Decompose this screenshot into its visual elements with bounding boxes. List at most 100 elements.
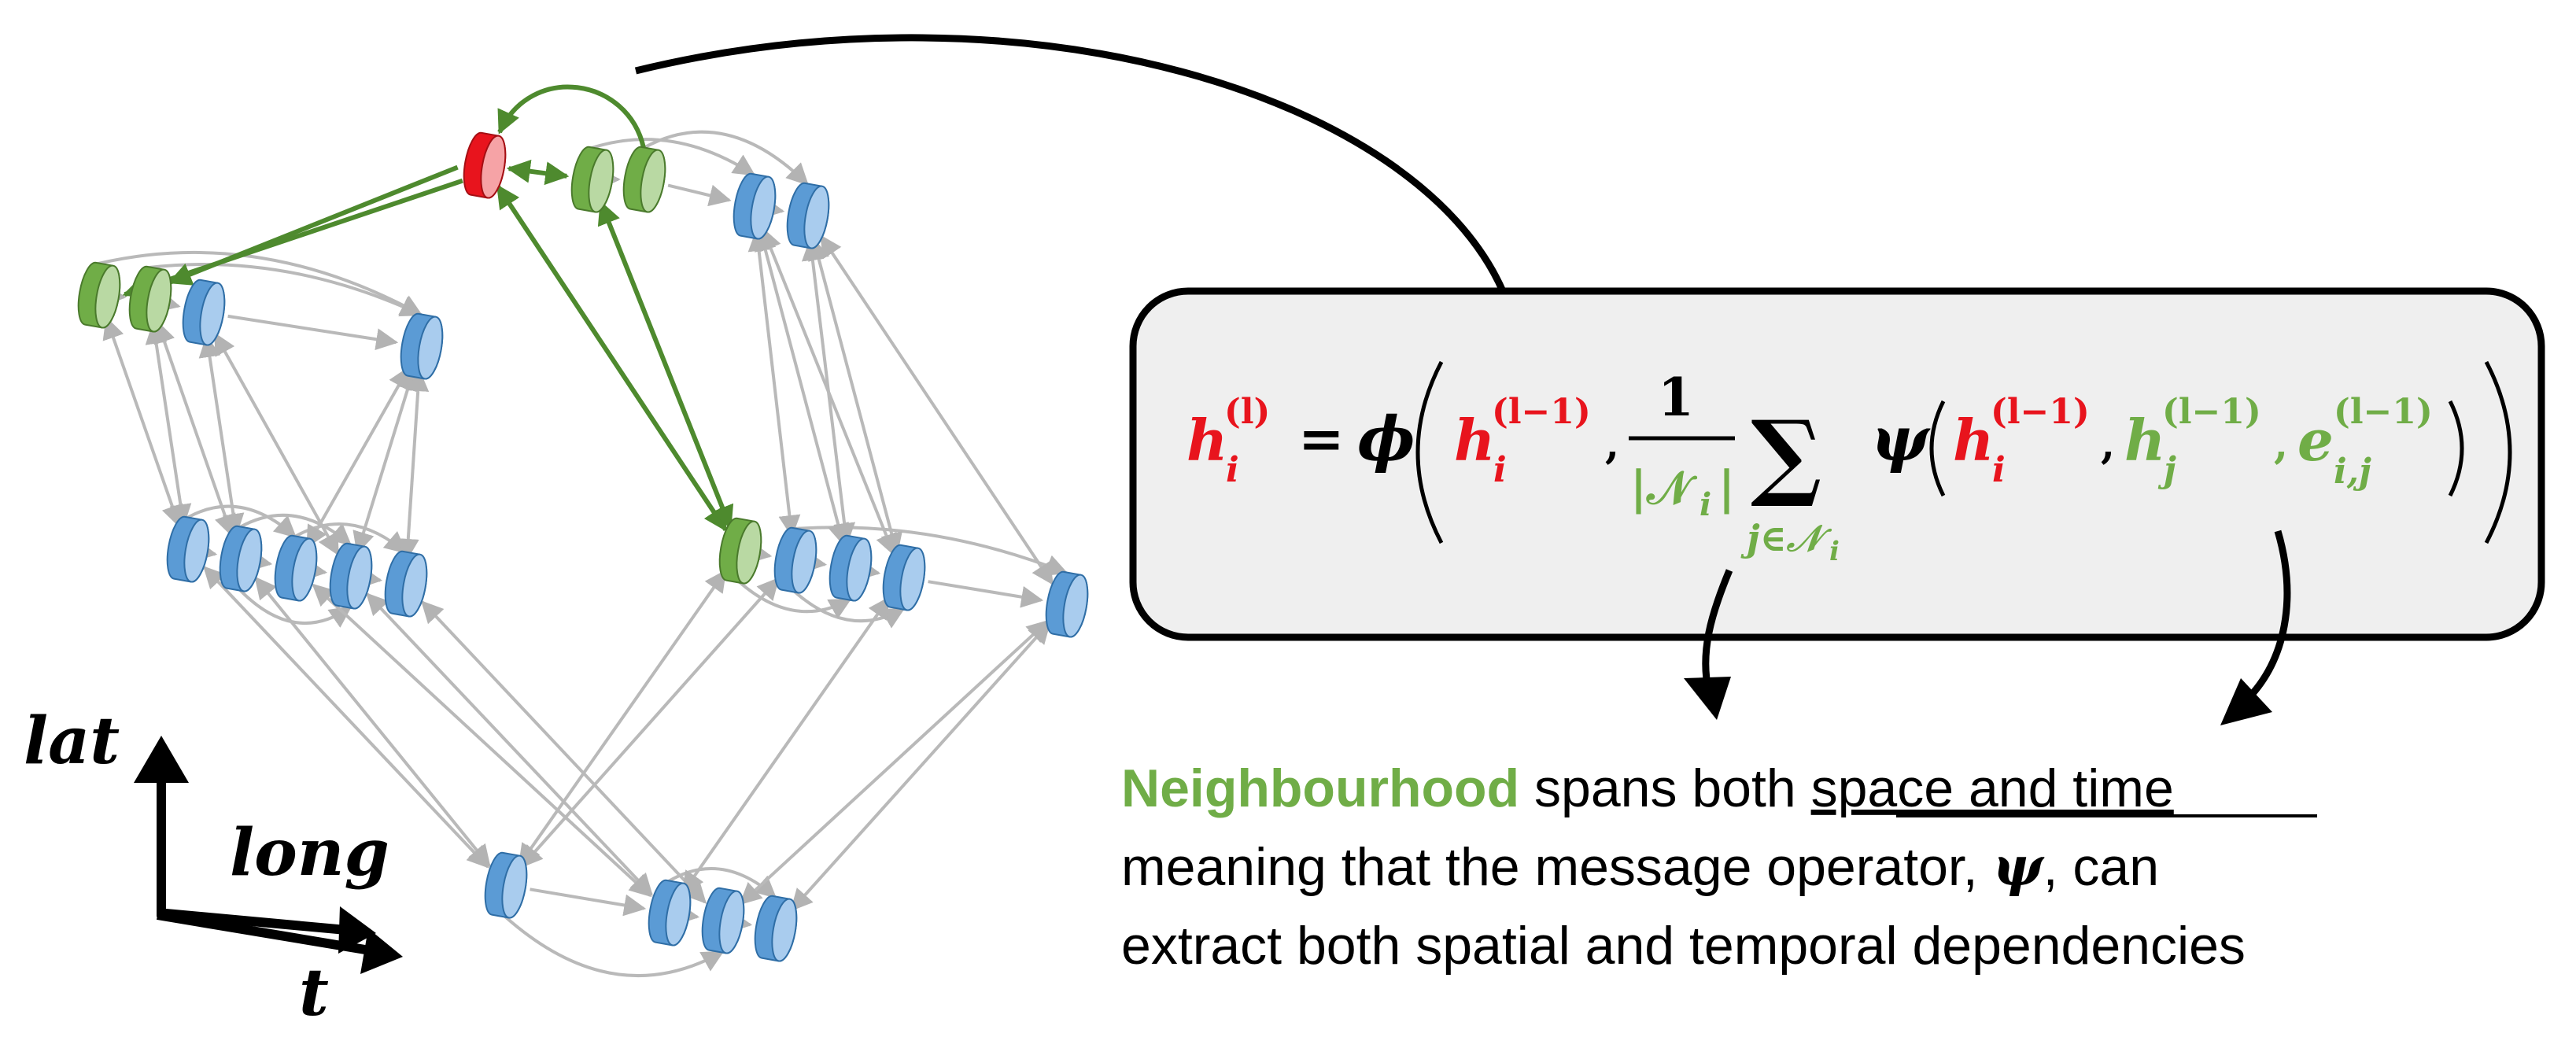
formula-h2: h <box>1953 407 1994 474</box>
formula-inner-paren-close <box>2448 400 2464 497</box>
formula-phi: ϕ <box>1357 404 1415 475</box>
formula-h1-sup: (l−1) <box>1492 392 1591 432</box>
caption-line1-a: spans both <box>1519 758 1810 818</box>
green-edge <box>496 184 728 532</box>
temporal-arc <box>98 250 423 316</box>
chain-edge <box>729 910 753 933</box>
formula-h1: h <box>1454 407 1495 474</box>
formula-h1-sub: i <box>1493 450 1507 490</box>
spatial-edge <box>681 596 891 895</box>
node-e4 <box>754 895 798 962</box>
chain-edge <box>157 290 181 312</box>
formula-lhs-sub: i <box>1226 450 1239 490</box>
node-c3 <box>274 534 318 602</box>
chain-edge <box>359 566 383 589</box>
formula-lhs-sup: (l) <box>1224 392 1270 432</box>
spatial-edge <box>790 621 1051 912</box>
node-b1 <box>77 261 121 329</box>
node-e3 <box>701 887 745 954</box>
arrow-to-neighbourhood-head <box>1684 677 1731 720</box>
caption-line2-b: , can <box>2043 837 2159 897</box>
arrow-to-space-time-head <box>2220 678 2272 725</box>
formula-e: e <box>2297 407 2334 474</box>
formula-frac-den: |𝒩 <box>1630 461 1698 515</box>
node-d4 <box>882 544 926 611</box>
node-r <box>463 131 507 199</box>
node-a2 <box>622 146 666 213</box>
chain-edge <box>227 314 399 351</box>
formula-box <box>1129 287 2545 641</box>
green-edge <box>168 164 459 286</box>
node-c1 <box>166 515 210 583</box>
node-c2 <box>219 525 263 592</box>
node-e2 <box>648 879 692 947</box>
caption-line-1: Neighbourhood spans both space and time <box>1121 758 2174 818</box>
gray-edges <box>98 130 1068 978</box>
green-edge <box>122 178 463 299</box>
formula-lhs-h: h <box>1187 407 1227 474</box>
node-a4 <box>786 182 830 249</box>
node-c4 <box>329 542 373 610</box>
formula-frac-den-close: | <box>1718 461 1735 515</box>
formula-inner-paren-open <box>1929 400 1946 497</box>
formula-paren-close <box>2484 360 2512 544</box>
green-edge <box>506 159 570 186</box>
spatial-edge <box>352 367 419 555</box>
formula-comma3: , <box>2274 420 2288 468</box>
green-edge <box>597 200 734 530</box>
node-c5 <box>384 550 428 618</box>
axis-label-lat: lat <box>24 703 120 779</box>
chain-edge <box>761 197 785 219</box>
chain-edge <box>857 559 881 581</box>
spatial-edge <box>518 569 727 867</box>
node-d5 <box>1045 570 1089 638</box>
formula-frac-den-sub: i <box>1699 486 1711 523</box>
formula-h2-sub: i <box>1992 450 2006 490</box>
node-d3 <box>829 534 873 602</box>
caption-psi: ψ <box>1993 836 2045 899</box>
spatial-edge <box>213 332 340 556</box>
formula-comma2: , <box>2101 420 2115 468</box>
spatial-edge <box>366 592 653 896</box>
temporal-arc <box>643 130 809 186</box>
axis-label-t: t <box>299 955 329 1031</box>
chain-edge <box>667 183 732 207</box>
node-b2 <box>128 265 172 333</box>
temporal-arc <box>591 138 756 176</box>
node-a1 <box>570 146 614 213</box>
spatial-edge <box>739 619 1050 906</box>
spatial-edge <box>421 600 707 904</box>
connector-curve <box>634 34 1507 293</box>
spatial-edge <box>397 369 430 561</box>
caption-underlined: space and time <box>1811 758 2174 818</box>
formula-sum-sub-i: i <box>1829 536 1840 567</box>
formula-equals: = <box>1298 406 1345 471</box>
formula-hj: h <box>2124 407 2165 474</box>
node-e1 <box>484 851 528 919</box>
formula-e-sup: (l−1) <box>2334 392 2433 432</box>
formula-e-sub: i,j <box>2334 452 2371 492</box>
node-d1 <box>718 517 762 585</box>
node-a3 <box>733 172 777 240</box>
formula-frac-num: 1 <box>1658 367 1694 428</box>
formula-hj-sup: (l−1) <box>2162 392 2261 432</box>
nodes <box>77 131 1089 962</box>
spatial-edge <box>760 227 897 556</box>
temporal-arc <box>504 915 725 978</box>
spatial-edge <box>306 366 410 548</box>
caption-line-3: extract both spatial and temporal depend… <box>1121 916 2246 976</box>
node-b3 <box>182 279 226 346</box>
spatial-edge <box>820 234 1054 585</box>
chain-edge <box>304 559 328 581</box>
formula-paren-open <box>1415 360 1444 544</box>
axis-label-long: long <box>230 815 389 891</box>
chain-edge <box>928 580 1044 608</box>
chain-edge <box>803 551 828 573</box>
formula-comma1: , <box>1605 420 1619 468</box>
chain-edge <box>194 540 218 562</box>
arrow-to-space-time <box>2243 530 2291 703</box>
caption-highlight: Neighbourhood <box>1121 758 1519 818</box>
spatial-edge <box>520 577 780 869</box>
message-passing-formula: h (l) i = ϕ h (l−1) i , 1 |𝒩 i | ∑ j∈𝒩 i… <box>1187 360 2512 567</box>
caption-line-2: meaning that the message operator, ψ, ca… <box>1121 836 2159 899</box>
